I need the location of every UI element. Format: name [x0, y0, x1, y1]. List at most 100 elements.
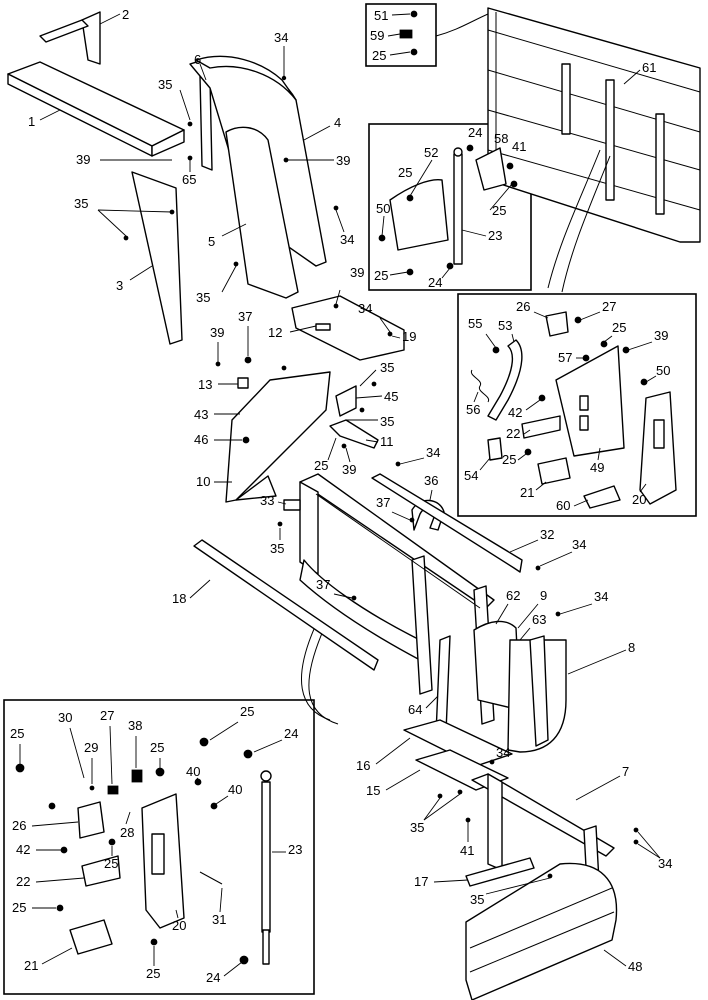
callout-43: 43	[194, 407, 208, 422]
callout-55: 55	[468, 316, 482, 331]
detail-box-latch-assembly	[457, 293, 697, 517]
callout-24d: 24	[206, 970, 220, 985]
part-2-angle-bracket	[39, 11, 101, 65]
callout-39e: 39	[342, 462, 356, 477]
callout-63: 63	[532, 612, 546, 627]
callout-18: 18	[172, 591, 186, 606]
callout-25j: 25	[240, 704, 254, 719]
callout-12: 12	[268, 325, 282, 340]
callout-61: 61	[642, 60, 656, 75]
callout-25i: 25	[150, 740, 164, 755]
callout-51: 51	[374, 8, 388, 23]
callout-6: 6	[194, 52, 201, 67]
callout-34d: 34	[426, 445, 440, 460]
callout-64: 64	[408, 702, 422, 717]
callout-26: 26	[516, 299, 530, 314]
part-20-latch-bracket-upper	[639, 391, 677, 505]
callout-57: 57	[558, 350, 572, 365]
part-23-gas-strut-upper	[453, 147, 463, 265]
callout-36: 36	[424, 473, 438, 488]
part-56-spring	[470, 369, 490, 403]
part-10-bracket-panel	[225, 371, 331, 503]
callout-34f: 34	[594, 589, 608, 604]
callout-31: 31	[212, 912, 226, 927]
callout-22b: 22	[16, 874, 30, 889]
callout-58: 58	[494, 131, 508, 146]
part-3-side-panel	[131, 171, 183, 345]
callout-34h: 34	[658, 856, 672, 871]
callout-65: 65	[182, 172, 196, 187]
callout-35: 35	[158, 77, 172, 92]
callout-29: 29	[84, 740, 98, 755]
callout-28: 28	[120, 825, 134, 840]
callout-50b: 50	[656, 363, 670, 378]
callout-37: 37	[238, 309, 252, 324]
detail-box-gas-strut	[368, 123, 532, 291]
callout-62: 62	[506, 588, 520, 603]
callout-2: 2	[122, 7, 129, 22]
callout-45: 45	[384, 389, 398, 404]
callout-49: 49	[590, 460, 604, 475]
callout-1: 1	[28, 114, 35, 129]
callout-35c: 35	[196, 290, 210, 305]
callout-25l: 25	[12, 900, 26, 915]
callout-39c: 39	[350, 265, 364, 280]
callout-20b: 20	[172, 918, 186, 933]
callout-27: 27	[602, 299, 616, 314]
callout-26b: 26	[12, 818, 26, 833]
callout-35h: 35	[470, 892, 484, 907]
callout-13: 13	[198, 377, 212, 392]
part-21-latch-lower	[69, 919, 113, 955]
callout-8: 8	[628, 640, 635, 655]
callout-37c: 37	[316, 577, 330, 592]
callout-25g: 25	[502, 452, 516, 467]
callout-21b: 21	[24, 958, 38, 973]
callout-24: 24	[468, 125, 482, 140]
callout-39f: 39	[654, 328, 668, 343]
callout-25b: 25	[398, 165, 412, 180]
callout-15: 15	[366, 783, 380, 798]
part-21-latch-upper	[537, 457, 571, 485]
callout-60: 60	[556, 498, 570, 513]
part-31-bolt	[199, 871, 223, 885]
part-58-bracket	[475, 147, 507, 191]
callout-35f: 35	[270, 541, 284, 556]
callout-25m: 25	[146, 966, 160, 981]
callout-38: 38	[128, 718, 142, 733]
callout-16: 16	[356, 758, 370, 773]
callout-39b: 39	[336, 153, 350, 168]
callout-30: 30	[58, 710, 72, 725]
callout-7: 7	[622, 764, 629, 779]
callout-40: 40	[186, 764, 200, 779]
callout-27b: 27	[100, 708, 114, 723]
part-8-curved-panel	[507, 635, 567, 753]
callout-34b: 34	[340, 232, 354, 247]
part-52-plate	[389, 179, 449, 251]
detail-box-bracket-hardware	[365, 3, 437, 67]
callout-20: 20	[632, 492, 646, 507]
callout-35e: 35	[380, 414, 394, 429]
callout-21: 21	[520, 485, 534, 500]
callout-25f: 25	[612, 320, 626, 335]
callout-41b: 41	[460, 843, 474, 858]
callout-40b: 40	[228, 782, 242, 797]
callout-39: 39	[76, 152, 90, 167]
part-54-latch-tip	[487, 437, 503, 461]
callout-46: 46	[194, 432, 208, 447]
part-32-bar	[371, 473, 523, 573]
callout-48: 48	[628, 959, 642, 974]
part-53-latch-arm	[487, 339, 523, 421]
part-1-top-panel	[7, 61, 185, 157]
callout-4: 4	[334, 115, 341, 130]
callout-25: 25	[372, 48, 386, 63]
callout-23b: 23	[288, 842, 302, 857]
callout-25d: 25	[374, 268, 388, 283]
callout-39d: 39	[210, 325, 224, 340]
callout-35d: 35	[380, 360, 394, 375]
callout-42b: 42	[16, 842, 30, 857]
detail-box-lower-hardware	[3, 699, 315, 995]
part-45-bracket	[335, 385, 357, 417]
callout-19: 19	[402, 329, 416, 344]
callout-32: 32	[540, 527, 554, 542]
